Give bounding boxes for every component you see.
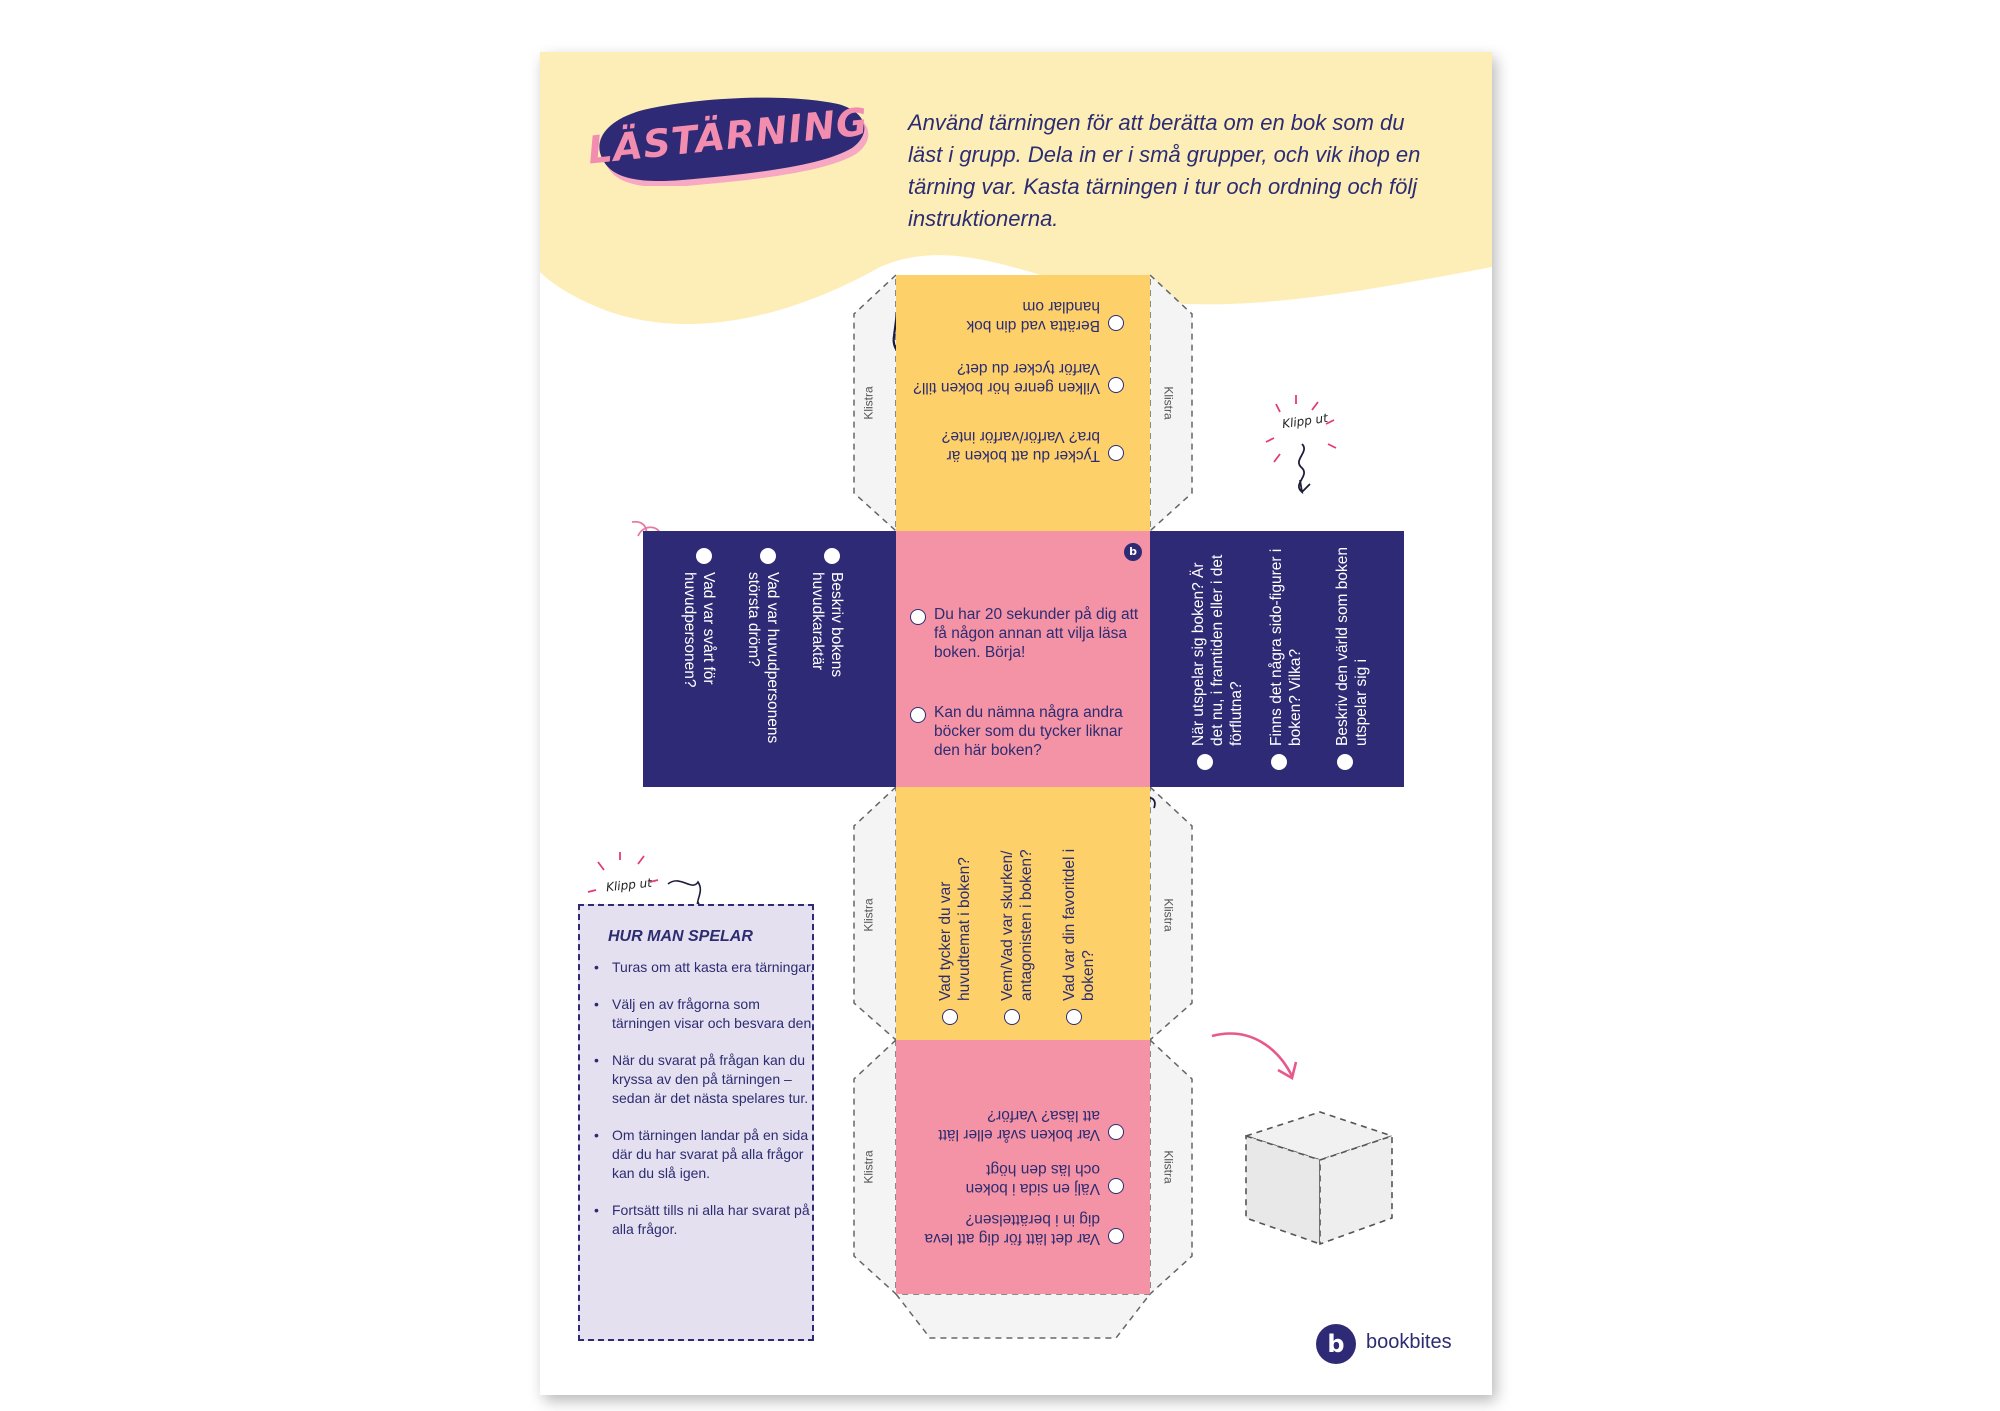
die-face-lower: Vad tycker du var huvudtemat i boken? Ve… <box>896 787 1150 1041</box>
checkbox[interactable] <box>1108 445 1124 461</box>
flap-label: Klistra <box>861 1150 876 1184</box>
title-badge: LÄSTÄRNING <box>582 86 874 188</box>
flap-label: Klistra <box>861 898 876 932</box>
checkbox[interactable] <box>1066 1009 1082 1025</box>
die-face-right: När utspelar sig boken? Är det nu, i fra… <box>1150 531 1404 787</box>
die-face-center: Du har 20 sekunder på dig att få någon a… <box>896 531 1150 787</box>
checkbox[interactable] <box>1108 315 1124 331</box>
checkbox[interactable] <box>910 609 926 625</box>
intro-text: Använd tärningen för att berätta om en b… <box>908 110 1421 231</box>
question: Kan du nämna några andra böcker som du t… <box>934 704 1123 759</box>
checkbox[interactable] <box>824 548 840 564</box>
question: Var det lätt för dig att leva dig in i b… <box>924 1211 1100 1247</box>
bookbites-logo: b bookbites <box>1316 1322 1486 1366</box>
bookbites-logo-mark: b <box>1316 1324 1356 1364</box>
flap-label: Klistra <box>1161 1150 1176 1184</box>
question: Beskriv bokens huvudkaraktär <box>809 572 845 678</box>
cube-icon <box>1243 1111 1395 1246</box>
checkbox[interactable] <box>1337 754 1353 770</box>
checkbox[interactable] <box>942 1009 958 1025</box>
question: Du har 20 sekunder på dig att få någon a… <box>934 606 1139 661</box>
how-to-step: Turas om att kasta era tärningar. <box>594 958 818 977</box>
checkbox[interactable] <box>1108 1178 1124 1194</box>
checkbox[interactable] <box>1004 1009 1020 1025</box>
checkbox[interactable] <box>696 548 712 564</box>
question: Vad var huvudpersonens största dröm? <box>745 572 781 744</box>
how-to-step: Välj en av frågorna som tärningen visar … <box>594 995 818 1033</box>
how-to-step: När du svarat på frågan kan du kryssa av… <box>594 1051 818 1108</box>
question: Vad var din favoritdel i boken? <box>1061 848 1097 1001</box>
question: Finns det några sido-figurer i boken? Vi… <box>1268 548 1304 746</box>
how-to-step: Om tärningen landar på en sida där du ha… <box>594 1126 818 1183</box>
question: Beskriv den värld som boken utspelar sig… <box>1334 546 1370 746</box>
flap-label: Klistra <box>861 386 876 420</box>
worksheet-page: * * * * LÄSTÄRNING Använd tärningen för … <box>540 52 1492 1395</box>
flap-label: Klistra <box>1161 386 1176 420</box>
checkbox[interactable] <box>1108 377 1124 393</box>
question: När utspelar sig boken? Är det nu, i fra… <box>1190 554 1245 746</box>
flap-bottom-right <box>1149 1038 1193 1296</box>
arrow-icon <box>1211 1032 1298 1080</box>
flap-bottom-tab <box>894 1293 1152 1339</box>
flap-label: Klistra <box>1161 898 1176 932</box>
die-face-bottom: Var det lätt för dig att leva dig in i b… <box>896 1040 1150 1294</box>
how-to-play-title: HUR MAN SPELAR <box>608 928 753 945</box>
question: Vad var svårt för huvudpersonen? <box>681 572 717 688</box>
glue-flaps <box>853 273 1193 1339</box>
question: Var boken svår eller lätt att läsa? Varf… <box>938 1107 1100 1143</box>
arrow-icon <box>1298 443 1311 495</box>
how-to-play-box: HUR MAN SPELAR Turas om att kasta era tä… <box>578 904 815 1341</box>
title-badge-shape <box>599 97 869 188</box>
checkbox[interactable] <box>1197 754 1213 770</box>
bookbites-logo-text: bookbites <box>1366 1331 1452 1353</box>
question: Berätta vad din bok handlar om <box>966 298 1100 334</box>
checkbox[interactable] <box>1108 1124 1124 1140</box>
die-face-top: Tycker du att boken är bra? Varför/varfö… <box>896 275 1150 531</box>
flap-top-right <box>1149 273 1193 533</box>
checkbox[interactable] <box>760 548 776 564</box>
checkbox[interactable] <box>1271 754 1287 770</box>
scissors-icon <box>587 395 1337 918</box>
bookbites-mini-logo: b <box>1124 543 1142 561</box>
question: Välj en sida i boken och läs den högt <box>965 1161 1100 1197</box>
flap-lower-right <box>1149 785 1193 1042</box>
checkbox[interactable] <box>910 707 926 723</box>
checkbox[interactable] <box>1108 1228 1124 1244</box>
question: Vad tycker du var huvudtemat i boken? <box>937 857 973 1001</box>
die-face-left: Beskriv bokens huvudkaraktär Vad var huv… <box>643 531 897 787</box>
question: Vilken genre hör boken till? Varför tyck… <box>913 360 1100 396</box>
question: Tycker du att boken är bra? Varför/varfö… <box>941 428 1100 464</box>
question: Vem/Vad var skurken/ antagonisten i boke… <box>999 849 1035 1001</box>
how-to-play-list: Turas om att kasta era tärningar. Välj e… <box>594 958 818 1257</box>
how-to-step: Fortsätt tills ni alla har svarat på all… <box>594 1201 818 1239</box>
